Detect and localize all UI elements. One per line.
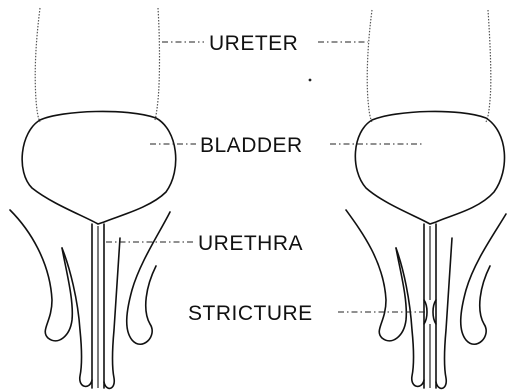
- left-pelvic-inner-right: [104, 238, 120, 388]
- left-ureter-right-wall: [155, 8, 160, 120]
- right-ureter-right-wall: [486, 10, 491, 122]
- right-pelvic-inner-right: [436, 238, 452, 388]
- left-pelvic-outline-right: [127, 212, 170, 344]
- right-pelvic-outline-left: [346, 210, 406, 341]
- right-bladder: [355, 111, 504, 224]
- right-ureter-left-wall: [367, 10, 372, 122]
- stricture-label: STRICTURE: [188, 302, 313, 325]
- right-stricture-narrowing: [424, 300, 436, 324]
- stray-dot: [309, 79, 312, 82]
- urethra-label: URETHRA: [198, 232, 303, 255]
- left-bladder: [22, 111, 176, 224]
- ureter-label: URETER: [209, 32, 298, 55]
- right-pelvic-outline-right: [461, 214, 506, 344]
- left-ureter-left-wall: [35, 8, 40, 122]
- left-anatomy: [10, 8, 176, 388]
- left-pelvic-outline-left: [10, 210, 72, 341]
- right-anatomy: [346, 10, 506, 388]
- bladder-label: BLADDER: [200, 134, 303, 157]
